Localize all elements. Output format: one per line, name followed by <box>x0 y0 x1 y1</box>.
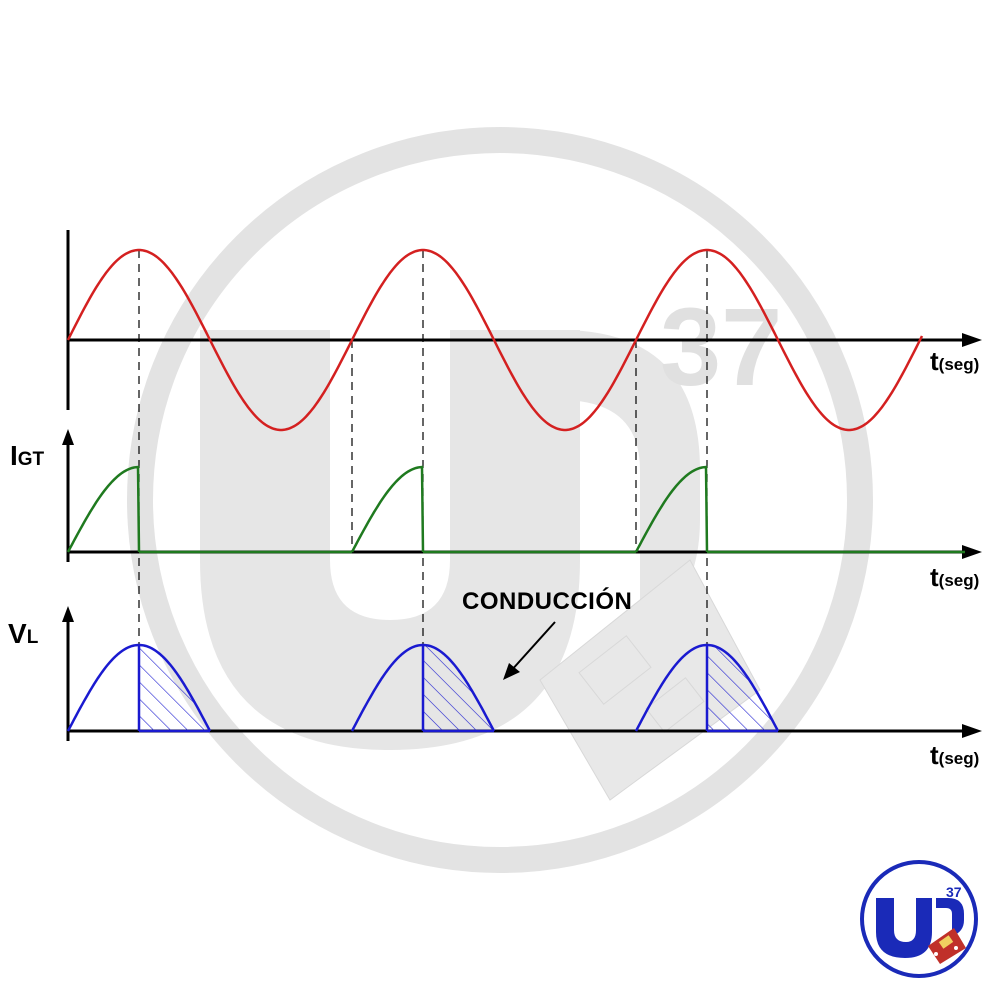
logo-circuit-board-icon <box>928 928 966 964</box>
logo-letter-p <box>936 898 964 936</box>
gate-current-pulse <box>66 465 141 553</box>
corner-logo <box>860 860 978 978</box>
watermark-letter-p <box>470 330 700 640</box>
guide-lines <box>138 250 708 645</box>
watermark-ring <box>127 127 873 873</box>
watermark-logo: 37 <box>127 127 873 873</box>
conduction-hatched-area <box>423 645 494 731</box>
source-voltage-curve <box>66 248 924 432</box>
load-voltage-y-arrowhead-icon <box>62 606 74 622</box>
time-axis-label-2: t(seg) <box>930 562 980 592</box>
gate-current-x-arrowhead-icon <box>962 545 982 559</box>
conduction-arrow <box>503 621 556 680</box>
load-voltage-x-arrowhead-icon <box>962 724 982 738</box>
logo-letter-u <box>876 898 932 958</box>
waveform-curves <box>66 248 965 733</box>
conduction-hatched-area <box>707 645 778 731</box>
time-axis-label-1: t(seg) <box>930 346 980 376</box>
logo-number: 37 <box>946 884 962 900</box>
conduction-hatched-area <box>139 645 210 731</box>
source-x-arrowhead-icon <box>962 333 982 347</box>
watermark-number: 37 <box>660 286 782 409</box>
time-axis-label-3: t(seg) <box>930 740 980 770</box>
watermark-letter-u <box>200 330 580 750</box>
gate-current-axis-label: IGT <box>10 440 45 471</box>
gate-current-y-arrowhead-icon <box>62 429 74 445</box>
watermark-circuit-board <box>539 559 761 801</box>
conduction-annotation: CONDUCCIÓN <box>462 588 633 615</box>
gate-current-pulse <box>634 465 709 553</box>
load-voltage-axis-label: VL <box>8 618 39 649</box>
gate-current-pulse <box>350 465 425 553</box>
